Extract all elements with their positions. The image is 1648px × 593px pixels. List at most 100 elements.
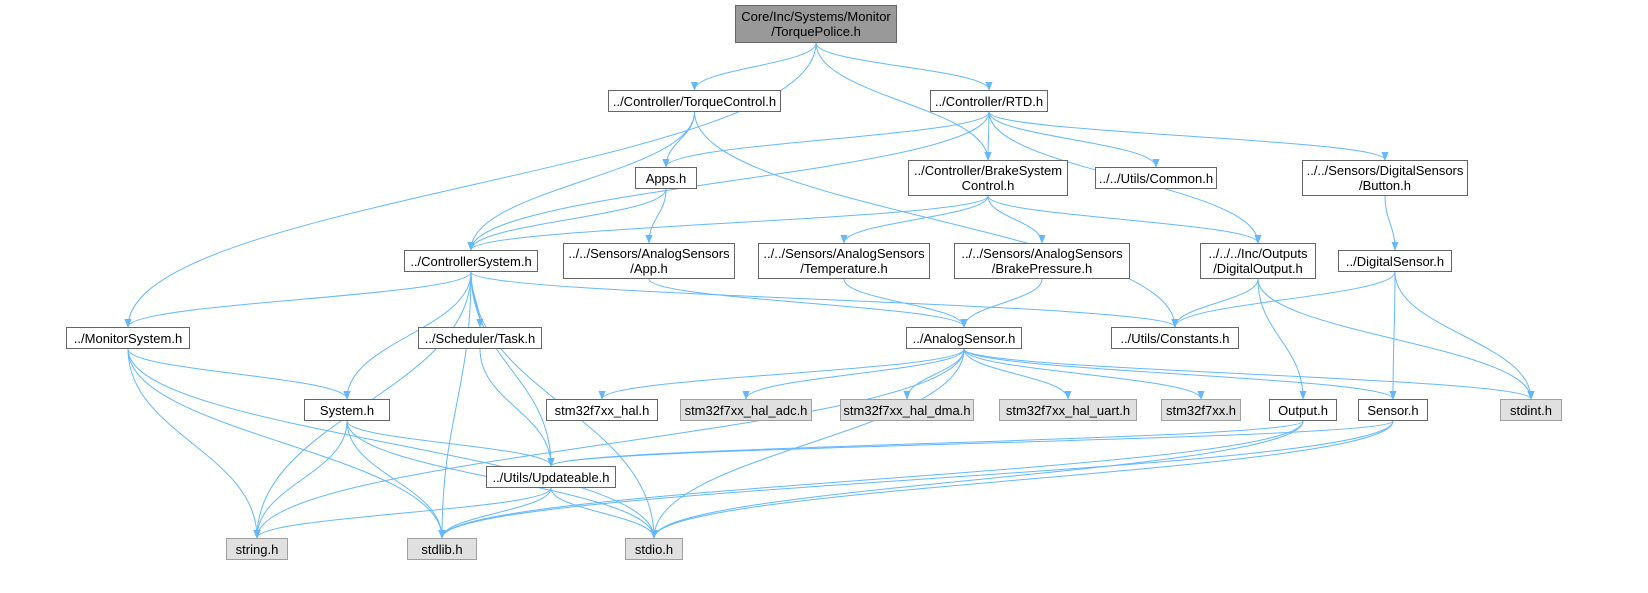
- edge-temperature-to-analogsensor: [843, 278, 968, 328]
- node-apps[interactable]: Apps.h: [635, 167, 697, 189]
- edge-analogsensor-to-sensor: [963, 348, 1397, 400]
- edge-monitorsystem-to-stdlib: [127, 348, 446, 539]
- edge-task-to-updateable: [479, 348, 555, 467]
- edge-digitaloutput-to-constants: [1171, 278, 1259, 328]
- node-label-line: stdlib.h: [421, 541, 463, 557]
- node-hal_dma: stm32f7xx_hal_dma.h: [840, 399, 974, 421]
- edge-analogsensor-to-stdint: [963, 348, 1535, 400]
- node-label-line: stm32f7xx.h: [1165, 402, 1237, 418]
- node-torquepolice: Core/Inc/Systems/Monitor/TorquePolice.h: [735, 5, 897, 43]
- node-label-line: /Temperature.h: [800, 261, 888, 276]
- node-sensor[interactable]: Sensor.h: [1358, 399, 1428, 421]
- edge-torquecontrol-to-constants: [694, 111, 1179, 328]
- node-torquecontrol[interactable]: ../Controller/TorqueControl.h: [608, 90, 781, 112]
- node-brakepressure[interactable]: ../../Sensors/AnalogSensors/BrakePressur…: [954, 243, 1130, 279]
- edge-torquepolice-to-brakesystem: [815, 42, 992, 161]
- edge-digitalsensor-to-sensor: [1389, 271, 1397, 400]
- node-stdint: stdint.h: [1500, 399, 1562, 421]
- node-label-line: ../../Sensors/DigitalSensors: [1306, 163, 1464, 178]
- node-label-line: ../ControllerSystem.h: [410, 253, 532, 269]
- edge-brakesystem-to-controllersystem: [467, 195, 989, 251]
- edge-app-to-analogsensor: [648, 278, 968, 328]
- node-temperature[interactable]: ../../Sensors/AnalogSensors/Temperature.…: [758, 243, 930, 279]
- node-label-line: stdio.h: [634, 541, 674, 557]
- edge-controllersystem-to-system: [343, 271, 472, 400]
- edge-updateable-to-stdio: [550, 487, 658, 539]
- edge-digitaloutput-to-stdint: [1257, 278, 1535, 400]
- node-label-line: ../Utils/Updateable.h: [492, 469, 610, 485]
- node-label-line: Apps.h: [645, 170, 687, 186]
- edge-monitorsystem-to-system: [127, 348, 351, 400]
- node-stdlib: stdlib.h: [407, 538, 477, 560]
- node-rtd[interactable]: ../Controller/RTD.h: [930, 90, 1048, 112]
- node-hal[interactable]: stm32f7xx_hal.h: [546, 399, 658, 421]
- edge-analogsensor-to-stdio: [650, 348, 965, 539]
- edge-controllersystem-to-constants: [470, 271, 1179, 328]
- edge-analogsensor-to-hal_adc: [742, 348, 965, 400]
- edge-torquepolice-to-rtd: [815, 42, 993, 91]
- node-label-line: Sensor.h: [1367, 402, 1419, 418]
- edge-analogsensor-to-string: [253, 348, 965, 539]
- edge-rtd-to-controllersystem: [467, 111, 990, 251]
- node-label-line: ../Controller/TorqueControl.h: [612, 93, 777, 109]
- edge-controllersystem-to-updateable: [470, 271, 555, 467]
- edge-system-to-stdlib: [346, 420, 446, 539]
- edge-sensor-to-stdio: [650, 420, 1394, 539]
- edge-analogsensor-to-hal: [598, 348, 965, 400]
- node-stdio: stdio.h: [625, 538, 683, 560]
- edge-updateable-to-string: [253, 487, 552, 539]
- edge-digitalsensor-to-constants: [1171, 271, 1396, 328]
- edge-system-to-string: [253, 420, 348, 539]
- edge-output-to-updateable: [547, 420, 1304, 467]
- node-label-line: ../MonitorSystem.h: [73, 330, 183, 346]
- edge-digitaloutput-to-output: [1257, 278, 1307, 400]
- edge-layer: [124, 42, 1535, 539]
- edge-rtd-to-button: [988, 111, 1389, 161]
- node-label-line: Output.h: [1278, 402, 1328, 418]
- node-label-line: System.h: [319, 402, 375, 418]
- edge-torquecontrol-to-controllersystem: [467, 111, 695, 251]
- node-label-line: stm32f7xx_hal_dma.h: [843, 402, 971, 418]
- node-label-line: string.h: [235, 541, 279, 557]
- node-label-line: ../Controller/BrakeSystem: [913, 163, 1063, 178]
- node-button[interactable]: ../../Sensors/DigitalSensors/Button.h: [1302, 160, 1468, 196]
- node-label-line: /DigitalOutput.h: [1213, 261, 1303, 276]
- edge-controllersystem-to-task: [470, 271, 484, 328]
- node-common[interactable]: ../../Utils/Common.h: [1095, 167, 1217, 189]
- node-updateable[interactable]: ../Utils/Updateable.h: [486, 466, 616, 488]
- node-label-line: /TorquePolice.h: [771, 24, 861, 39]
- node-monitorsystem[interactable]: ../MonitorSystem.h: [66, 327, 190, 349]
- node-task[interactable]: ../Scheduler/Task.h: [418, 327, 542, 349]
- node-label-line: ../Utils/Constants.h: [1120, 330, 1230, 346]
- node-label-line: ../Controller/RTD.h: [934, 93, 1044, 109]
- edge-output-to-stdlib: [438, 420, 1304, 539]
- edge-system-to-updateable: [346, 420, 555, 467]
- node-label-line: /BrakePressure.h: [991, 261, 1093, 276]
- node-app[interactable]: ../../Sensors/AnalogSensors/App.h: [563, 243, 735, 279]
- node-analogsensor[interactable]: ../AnalogSensor.h: [906, 327, 1022, 349]
- node-system[interactable]: System.h: [304, 399, 390, 421]
- edge-analogsensor-to-stm32f7xx: [963, 348, 1205, 400]
- node-label-line: Core/Inc/Systems/Monitor: [741, 9, 891, 24]
- edge-analogsensor-to-hal_uart: [963, 348, 1072, 400]
- node-label-line: /Button.h: [1358, 178, 1412, 193]
- node-hal_uart: stm32f7xx_hal_uart.h: [999, 399, 1137, 421]
- node-digitaloutput[interactable]: ../../../Inc/Outputs/DigitalOutput.h: [1200, 243, 1316, 279]
- node-label-line: ../../../Inc/Outputs: [1208, 246, 1308, 261]
- edge-output-to-stdio: [650, 420, 1304, 539]
- node-constants[interactable]: ../Utils/Constants.h: [1111, 327, 1239, 349]
- edge-rtd-to-common: [988, 111, 1160, 168]
- edge-rtd-to-brakesystem: [984, 111, 992, 161]
- edge-brakepressure-to-analogsensor: [960, 278, 1043, 328]
- node-label-line: ../../Sensors/AnalogSensors: [961, 246, 1123, 261]
- edge-torquepolice-to-torquecontrol: [690, 42, 817, 91]
- node-label-line: ../../Sensors/AnalogSensors: [763, 246, 925, 261]
- node-digitalsensor[interactable]: ../DigitalSensor.h: [1338, 250, 1452, 272]
- node-controllersystem[interactable]: ../ControllerSystem.h: [404, 250, 538, 272]
- edge-sensor-to-updateable: [547, 420, 1394, 467]
- edge-button-to-digitalsensor: [1384, 195, 1399, 251]
- edge-brakesystem-to-digitaloutput: [987, 195, 1262, 244]
- node-output[interactable]: Output.h: [1269, 399, 1337, 421]
